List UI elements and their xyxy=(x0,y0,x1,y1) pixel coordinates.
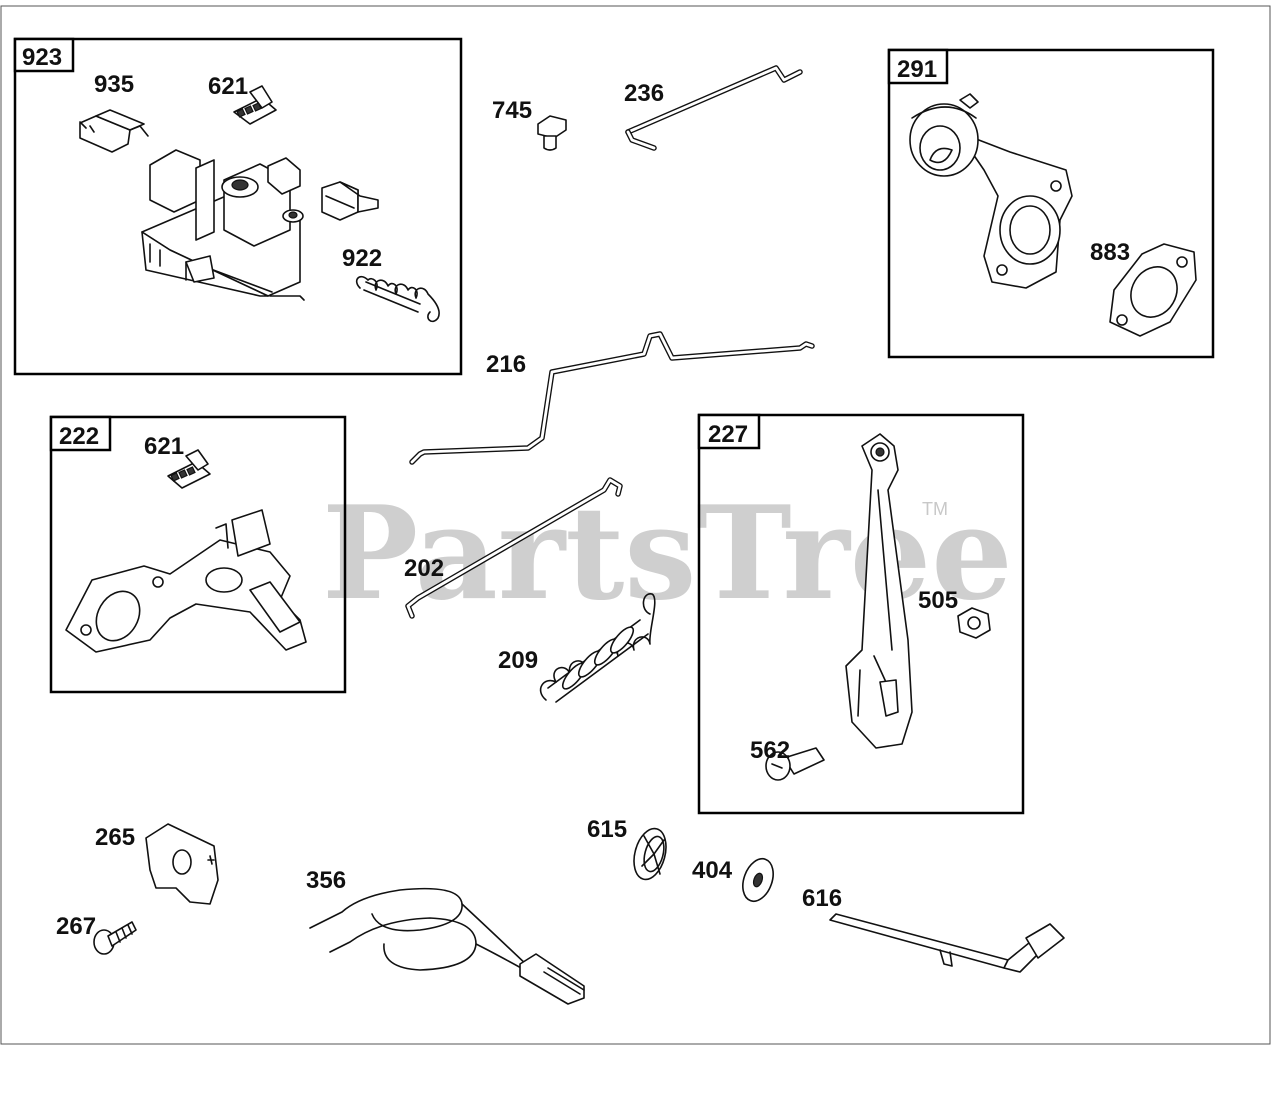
group-923-label: 923 xyxy=(22,44,62,71)
part-621-label-b: 621 xyxy=(144,433,184,460)
part-922-spring[interactable] xyxy=(355,275,440,323)
part-209-label: 209 xyxy=(498,647,538,674)
part-615-label: 615 xyxy=(587,816,627,843)
group-227-label: 227 xyxy=(708,421,748,448)
group-222-label: 222 xyxy=(59,423,99,450)
part-745-label: 745 xyxy=(492,97,532,124)
part-404-washer[interactable] xyxy=(737,855,778,906)
group-227-tag xyxy=(697,413,761,450)
governor-bracket-291[interactable] xyxy=(909,93,1073,289)
group-291-tag xyxy=(887,48,949,85)
part-621-label-a: 621 xyxy=(208,73,248,100)
part-883-label: 883 xyxy=(1090,239,1130,266)
part-621-clip-a[interactable] xyxy=(233,85,277,125)
control-bracket-923[interactable] xyxy=(141,149,305,301)
part-883-gasket[interactable] xyxy=(1109,243,1197,337)
part-356-label: 356 xyxy=(306,867,346,894)
part-404-label: 404 xyxy=(692,857,733,884)
group-923[interactable]: 923 xyxy=(13,37,463,376)
part-202-label: 202 xyxy=(404,555,444,582)
governor-lever-227[interactable] xyxy=(845,433,913,749)
part-505-label: 505 xyxy=(918,587,958,614)
part-356-wire-harness[interactable] xyxy=(309,887,585,1005)
part-265-clamp[interactable] xyxy=(145,823,219,905)
part-562-label: 562 xyxy=(750,737,790,764)
part-267-label: 267 xyxy=(56,913,96,940)
part-935-switch[interactable] xyxy=(79,109,149,153)
part-505-nut[interactable] xyxy=(957,607,991,639)
bracket-clip-923[interactable] xyxy=(321,181,379,221)
part-236-rod[interactable] xyxy=(625,65,803,151)
group-227-frame xyxy=(697,413,1025,815)
group-227[interactable]: 227 xyxy=(697,413,1025,815)
group-291[interactable]: 291 xyxy=(887,48,1215,359)
part-267-screw[interactable] xyxy=(93,921,137,955)
group-291-frame xyxy=(887,48,1215,359)
watermark-trademark: TM xyxy=(922,499,948,519)
part-616-lever[interactable] xyxy=(829,913,1065,973)
part-236-label: 236 xyxy=(624,80,664,107)
part-209-spring[interactable] xyxy=(539,593,656,703)
diagram-border xyxy=(0,5,1271,1045)
part-202-rod[interactable] xyxy=(405,477,623,619)
part-615-bushing[interactable] xyxy=(629,825,671,883)
part-922-label: 922 xyxy=(342,245,382,272)
part-216-rod[interactable] xyxy=(409,331,815,465)
group-222-tag xyxy=(49,415,112,452)
part-616-label: 616 xyxy=(802,885,842,912)
control-bracket-222[interactable] xyxy=(65,509,307,653)
watermark-text: PartsTree xyxy=(322,479,1013,629)
part-265-label: 265 xyxy=(95,824,135,851)
group-923-frame xyxy=(13,37,463,376)
group-222[interactable]: 222 xyxy=(49,415,347,694)
group-222-frame xyxy=(49,415,347,694)
part-562-pin[interactable] xyxy=(765,747,825,781)
part-935-label: 935 xyxy=(94,71,134,98)
group-923-tag xyxy=(13,37,75,73)
part-621-clip-b[interactable] xyxy=(167,449,211,489)
group-291-label: 291 xyxy=(897,56,937,83)
part-745-bolt[interactable] xyxy=(537,115,567,151)
part-216-label: 216 xyxy=(486,351,526,378)
